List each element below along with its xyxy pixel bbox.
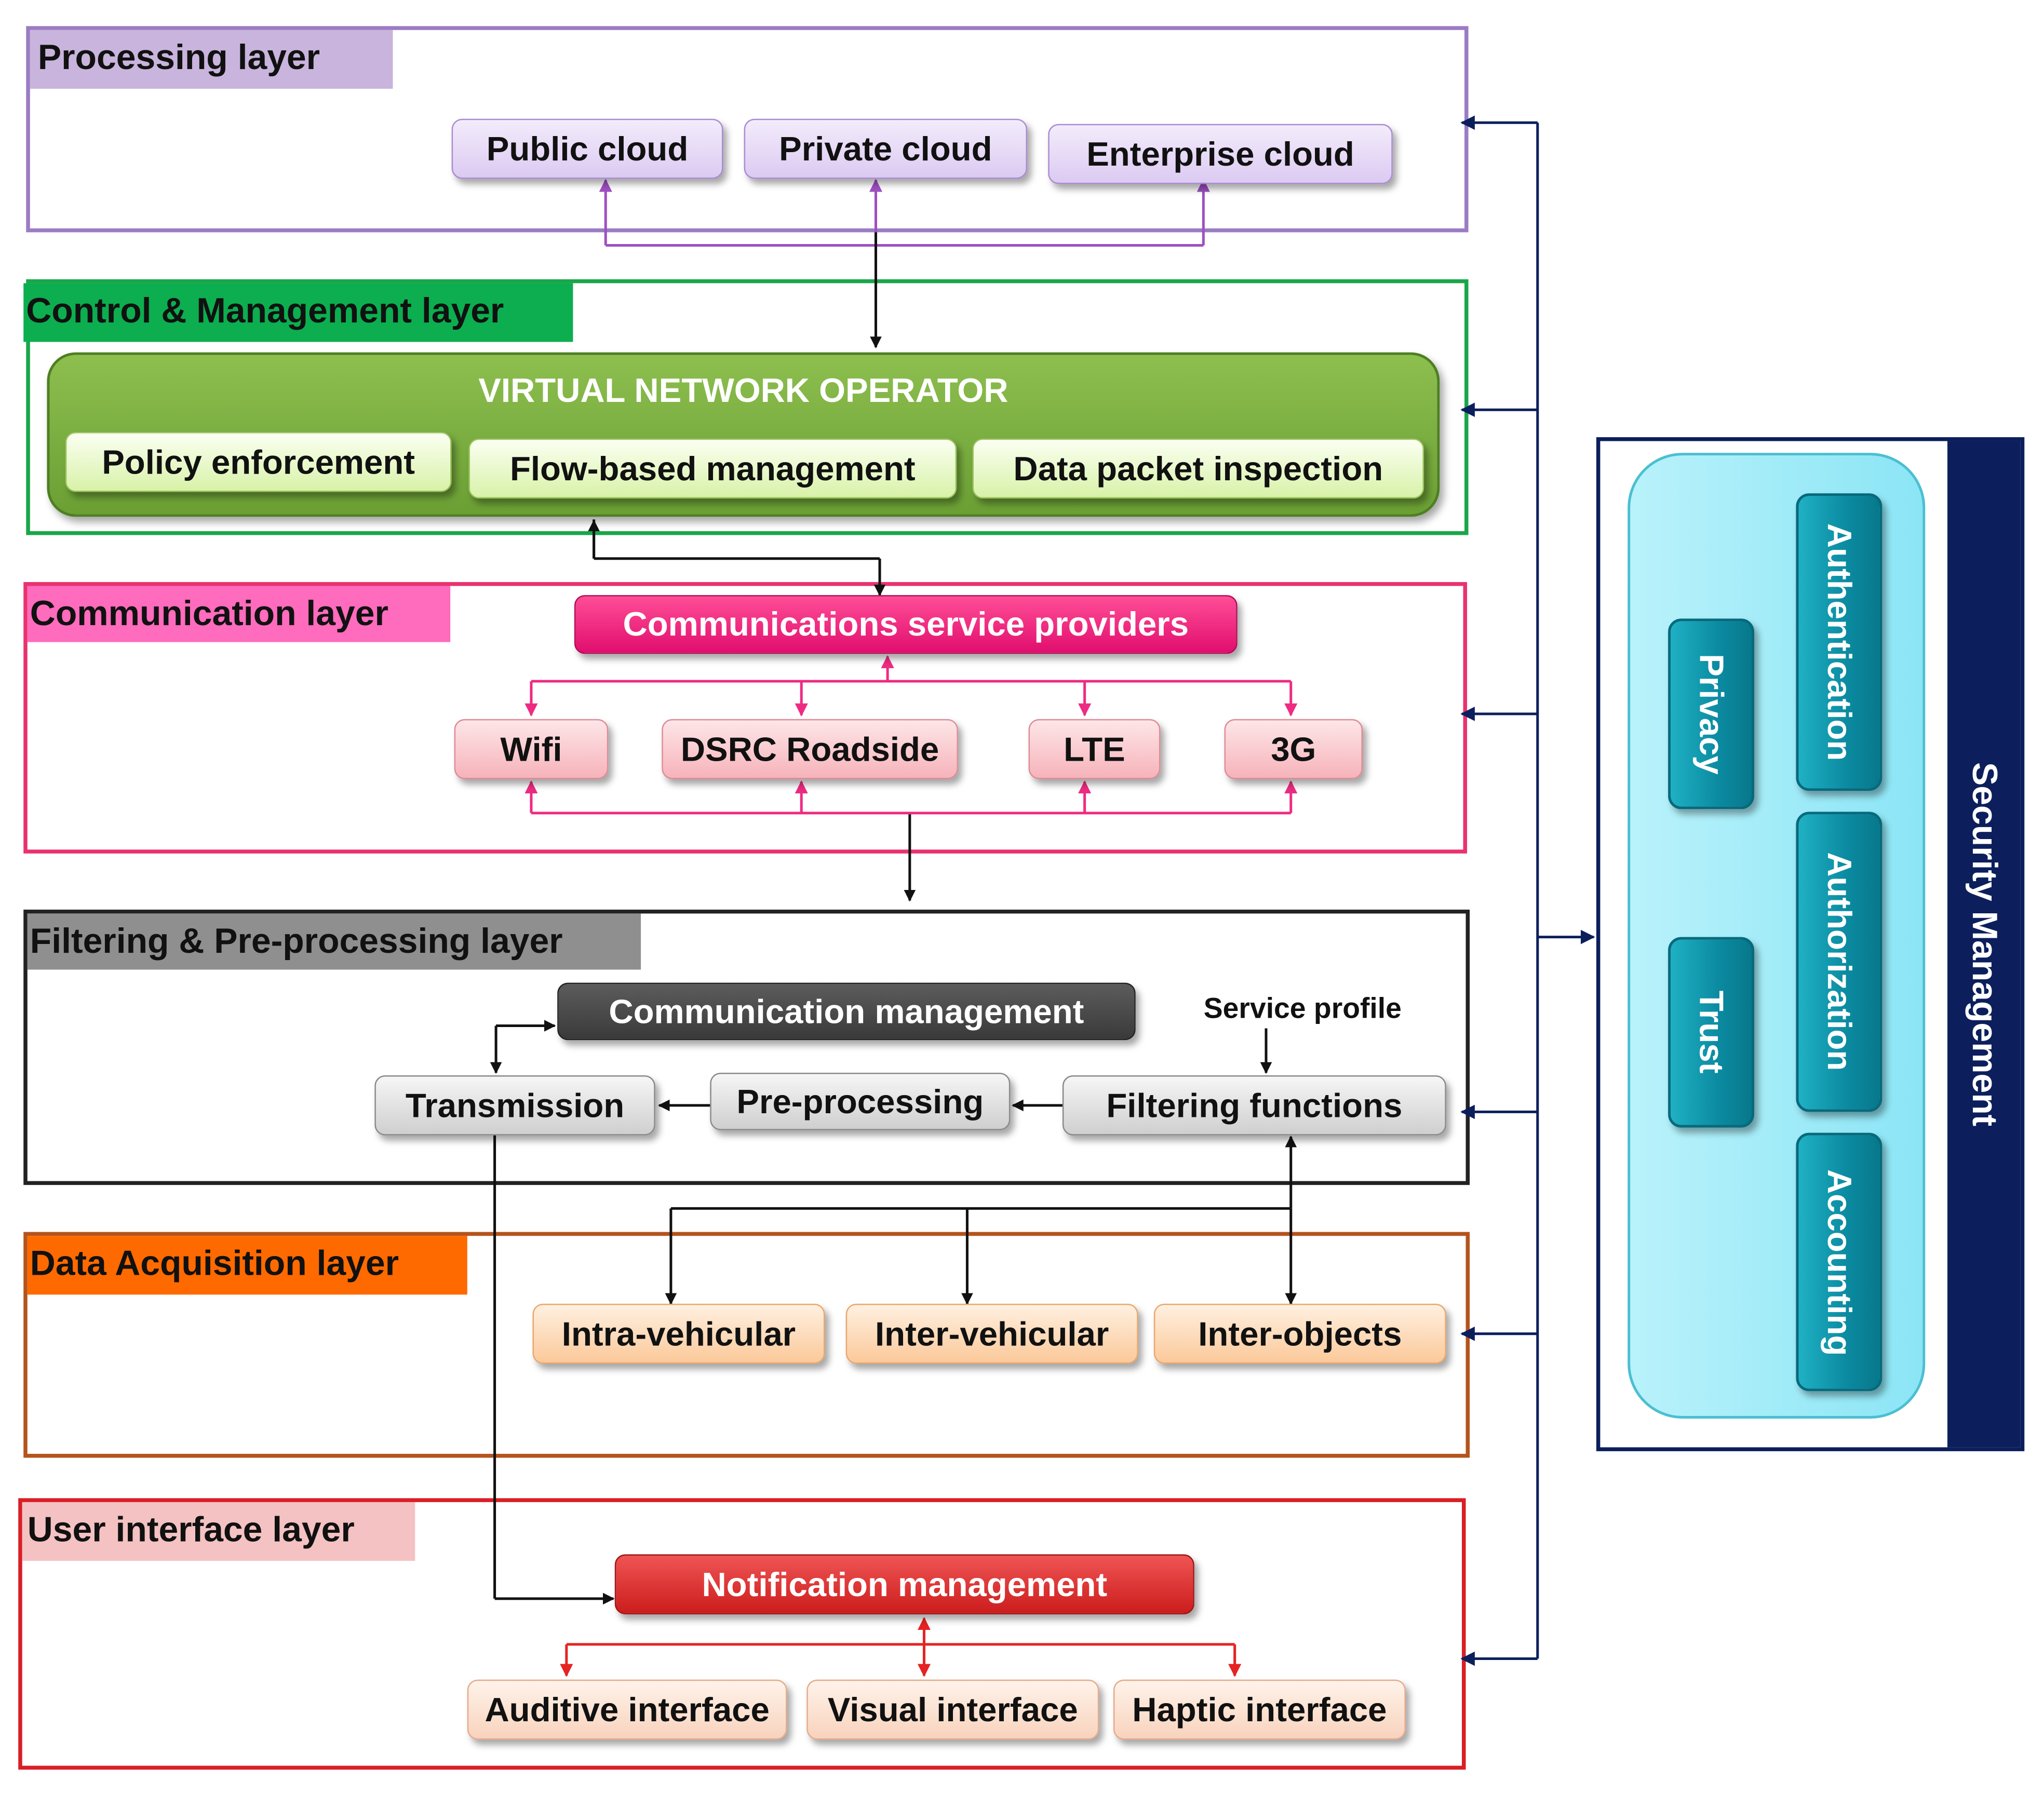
- wifi-box: Wifi: [454, 719, 609, 779]
- policy-enforcement: Policy enforcement: [65, 431, 452, 492]
- pre-processing-box: Pre-processing: [710, 1073, 1011, 1130]
- visual-interface-box: Visual interface: [806, 1679, 1099, 1740]
- data-packet-inspection: Data packet inspection: [972, 438, 1424, 499]
- privacy-label: Privacy: [1692, 653, 1732, 775]
- 3g-box: 3G: [1224, 719, 1363, 779]
- data-acquisition-layer-title: Data Acquisition layer: [27, 1236, 467, 1295]
- authorization-box: Authorization: [1796, 812, 1882, 1112]
- trust-box: Trust: [1668, 937, 1755, 1128]
- inter-objects-box: Inter-objects: [1153, 1303, 1446, 1364]
- auditive-interface-box: Auditive interface: [467, 1679, 787, 1740]
- user-interface-layer-title: User interface layer: [22, 1502, 415, 1561]
- dsrc-roadside-box: DSRC Roadside: [662, 719, 958, 779]
- lte-box: LTE: [1028, 719, 1161, 779]
- processing-layer-title: Processing layer: [30, 30, 393, 89]
- security-management-title: Security Management: [1965, 762, 2005, 1127]
- communication-layer-title: Communication layer: [27, 586, 451, 642]
- service-profile-label: Service profile: [1203, 992, 1402, 1025]
- public-cloud: Public cloud: [451, 118, 723, 179]
- haptic-interface-box: Haptic interface: [1113, 1679, 1406, 1740]
- notification-links: [560, 1617, 1242, 1677]
- flow-links: [490, 232, 1297, 1605]
- privacy-box: Privacy: [1668, 618, 1755, 809]
- communication-management: Communication management: [557, 982, 1136, 1041]
- communications-service-providers: Communications service providers: [574, 595, 1238, 654]
- comm-links: [525, 655, 1298, 815]
- authentication-label: Authentication: [1820, 523, 1860, 761]
- private-cloud: Private cloud: [744, 118, 1028, 179]
- cloud-links: [599, 179, 1210, 247]
- security-bus: [1460, 115, 1595, 1666]
- filtering-functions-box: Filtering functions: [1062, 1075, 1446, 1136]
- accounting-label: Accounting: [1820, 1168, 1860, 1356]
- security-management-band: Security Management: [1947, 441, 2021, 1448]
- authentication-box: Authentication: [1796, 493, 1882, 791]
- accounting-box: Accounting: [1796, 1132, 1882, 1392]
- inter-vehicular-box: Inter-vehicular: [845, 1303, 1138, 1364]
- filtering-layer-title: Filtering & Pre-processing layer: [27, 913, 641, 970]
- enterprise-cloud: Enterprise cloud: [1048, 124, 1393, 184]
- flow-based-management: Flow-based management: [468, 438, 957, 499]
- transmission-box: Transmission: [374, 1075, 655, 1136]
- intra-vehicular-box: Intra-vehicular: [532, 1303, 825, 1364]
- trust-label: Trust: [1692, 991, 1732, 1074]
- notification-management: Notification management: [614, 1554, 1194, 1615]
- control-management-layer-title: Control & Management layer: [23, 283, 573, 342]
- virtual-network-operator-label: VIRTUAL NETWORK OPERATOR: [478, 370, 1008, 410]
- authorization-label: Authorization: [1820, 852, 1860, 1071]
